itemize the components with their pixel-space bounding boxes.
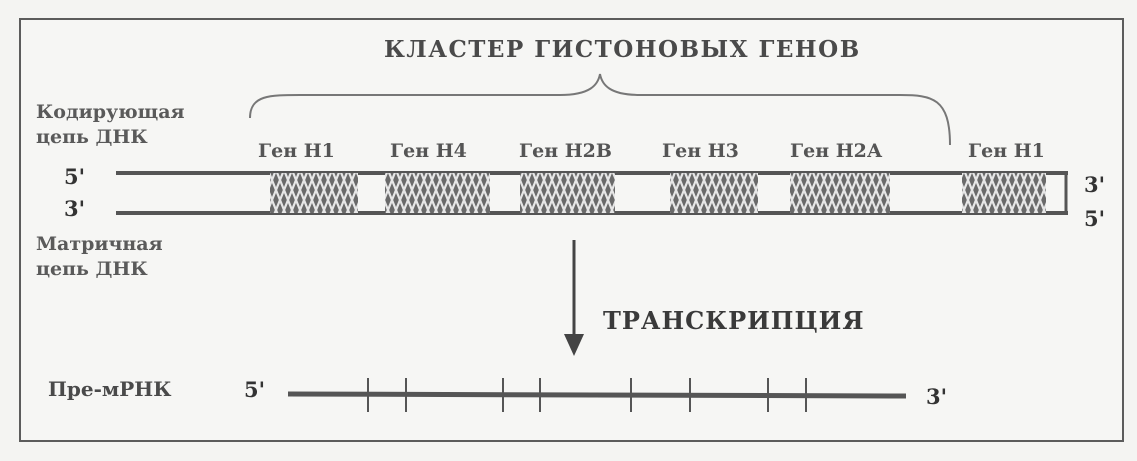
cluster-bracket bbox=[249, 73, 951, 146]
pre-mrna-5-prime: 5' bbox=[244, 377, 266, 402]
pre-mrna-line bbox=[287, 391, 907, 399]
gene-label-h1-first: Ген Н1 bbox=[258, 140, 335, 162]
template-strand-5-prime: 5' bbox=[1084, 206, 1106, 231]
diagram-title: КЛАСТЕР ГИСТОНОВЫХ ГЕНОВ bbox=[384, 36, 861, 63]
gene-label-h2a: Ген Н2А bbox=[790, 140, 883, 162]
coding-strand-3-prime: 3' bbox=[1084, 172, 1106, 197]
gene-block-h4 bbox=[385, 173, 490, 213]
gene-block-h2a bbox=[790, 173, 890, 213]
transcription-label: ТРАНСКРИПЦИЯ bbox=[603, 306, 865, 335]
coding-strand-label: Кодирующая цепь ДНК bbox=[36, 100, 185, 150]
coding-strand-5-prime: 5' bbox=[64, 164, 86, 189]
coding-strand-label-line2: цепь ДНК bbox=[36, 126, 148, 148]
pre-mrna-label: Пре-мРНК bbox=[48, 377, 172, 401]
transcription-arrowhead bbox=[564, 334, 584, 356]
template-strand-label-line2: цепь ДНК bbox=[36, 258, 148, 280]
gene-label-h3: Ген Н3 bbox=[662, 140, 739, 162]
coding-strand-label-line1: Кодирующая bbox=[36, 101, 185, 123]
gene-label-h2b: Ген Н2В bbox=[519, 140, 612, 162]
gene-label-h4: Ген Н4 bbox=[390, 140, 467, 162]
pre-mrna-3-prime: 3' bbox=[926, 384, 948, 409]
gene-block-h2b bbox=[520, 173, 615, 213]
gene-label-h1-last: Ген Н1 bbox=[968, 140, 1045, 162]
template-strand-3-prime: 3' bbox=[64, 196, 86, 221]
gene-block-h3 bbox=[670, 173, 758, 213]
template-strand-label-line1: Матричная bbox=[36, 233, 163, 255]
pre-mrna-gene-boundaries bbox=[367, 378, 807, 412]
gene-block-h1-last bbox=[962, 173, 1046, 213]
template-strand-label: Матричная цепь ДНК bbox=[36, 232, 163, 282]
diagram-frame bbox=[19, 18, 1124, 442]
gene-block-h1-first bbox=[270, 173, 358, 213]
